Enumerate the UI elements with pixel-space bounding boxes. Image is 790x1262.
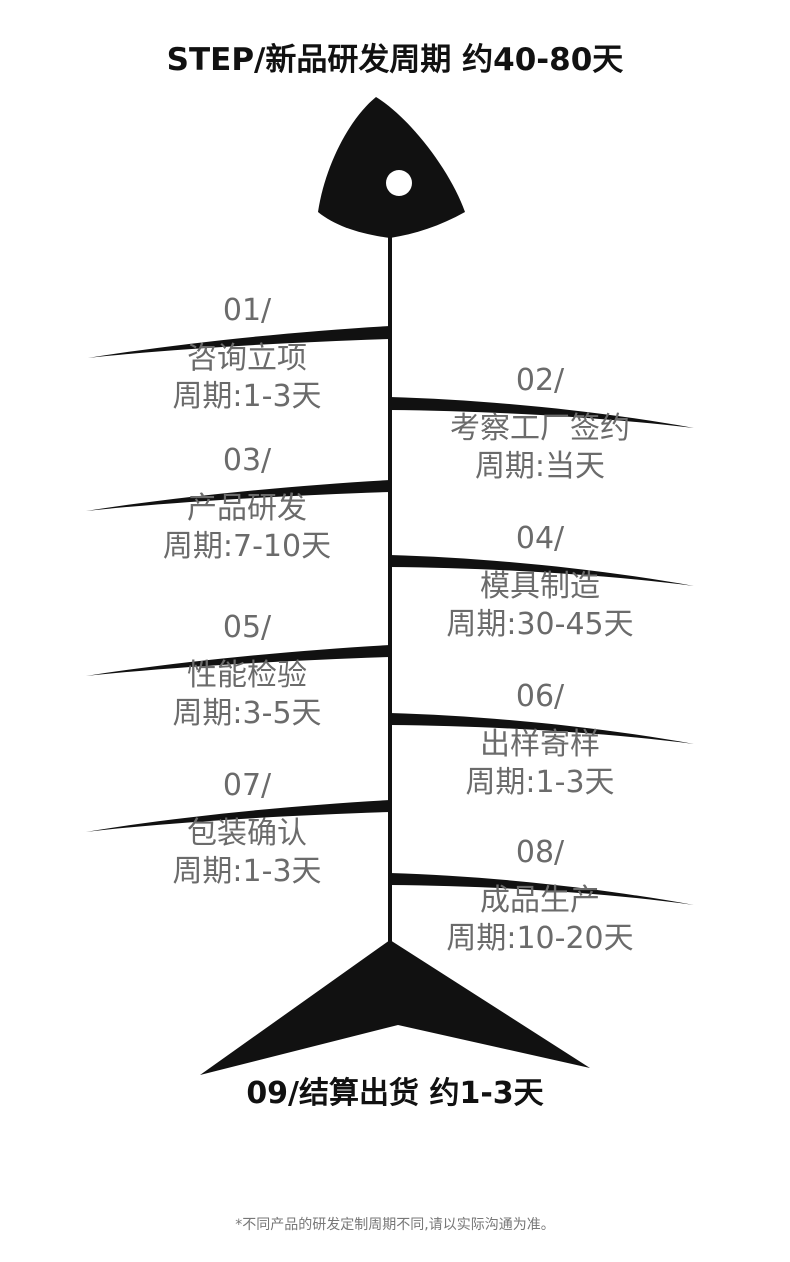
- step-number: 03/: [222, 443, 272, 478]
- step-number: 02/: [515, 363, 565, 398]
- fish-spine: [388, 236, 392, 946]
- step-name: 成品生产: [480, 883, 600, 918]
- step-number: 08/: [515, 835, 565, 870]
- step-period: 周期:10-20天: [446, 921, 634, 956]
- step-name: 出样寄样: [480, 727, 600, 762]
- step-name: 咨询立项: [187, 341, 307, 376]
- fish-head: [318, 97, 465, 238]
- step-period: 周期:1-3天: [465, 765, 615, 800]
- step-number: 04/: [515, 521, 565, 556]
- step-name: 产品研发: [187, 491, 307, 526]
- step-name: 模具制造: [480, 569, 600, 604]
- bone-01: [88, 326, 390, 358]
- bone-06: [390, 713, 694, 744]
- step-period: 周期:7-10天: [162, 529, 332, 564]
- bone-02: [390, 397, 694, 428]
- bone-05: [86, 645, 390, 676]
- fish-eye: [386, 170, 412, 196]
- step-01: 01/ 咨询立项 周期:1-3天: [97, 294, 397, 416]
- bone-08: [390, 873, 694, 905]
- footnote: *不同产品的研发定制周期不同,请以实际沟通为准。: [235, 1217, 555, 1233]
- step-04: 04/ 模具制造 周期:30-45天: [390, 522, 690, 644]
- step-08: 08/ 成品生产 周期:10-20天: [390, 836, 690, 958]
- bone-04: [390, 555, 694, 586]
- step-03: 03/ 产品研发 周期:7-10天: [97, 444, 397, 566]
- step-period: 周期:1-3天: [172, 379, 322, 414]
- step-period: 周期:当天: [474, 449, 606, 484]
- step-number: 05/: [222, 610, 272, 645]
- step-period: 周期:30-45天: [446, 607, 634, 642]
- step-period: 周期:1-3天: [172, 854, 322, 889]
- fish-tail: [200, 940, 590, 1075]
- step-number: 01/: [222, 293, 272, 328]
- bone-07: [86, 800, 390, 832]
- page-title: STEP/新品研发周期 约40-80天: [166, 42, 624, 78]
- step-name: 考察工厂签约: [450, 411, 630, 446]
- step-number: 07/: [222, 768, 272, 803]
- step-number: 06/: [515, 679, 565, 714]
- bone-03: [86, 480, 390, 511]
- final-step: 09/结算出货 约1-3天: [246, 1076, 544, 1111]
- step-05: 05/ 性能检验 周期:3-5天: [97, 611, 397, 733]
- step-02: 02/ 考察工厂签约 周期:当天: [390, 364, 690, 486]
- step-06: 06/ 出样寄样 周期:1-3天: [390, 680, 690, 802]
- step-name: 性能检验: [187, 658, 307, 693]
- step-name: 包装确认: [187, 816, 307, 851]
- step-period: 周期:3-5天: [172, 696, 322, 731]
- step-07: 07/ 包装确认 周期:1-3天: [97, 769, 397, 891]
